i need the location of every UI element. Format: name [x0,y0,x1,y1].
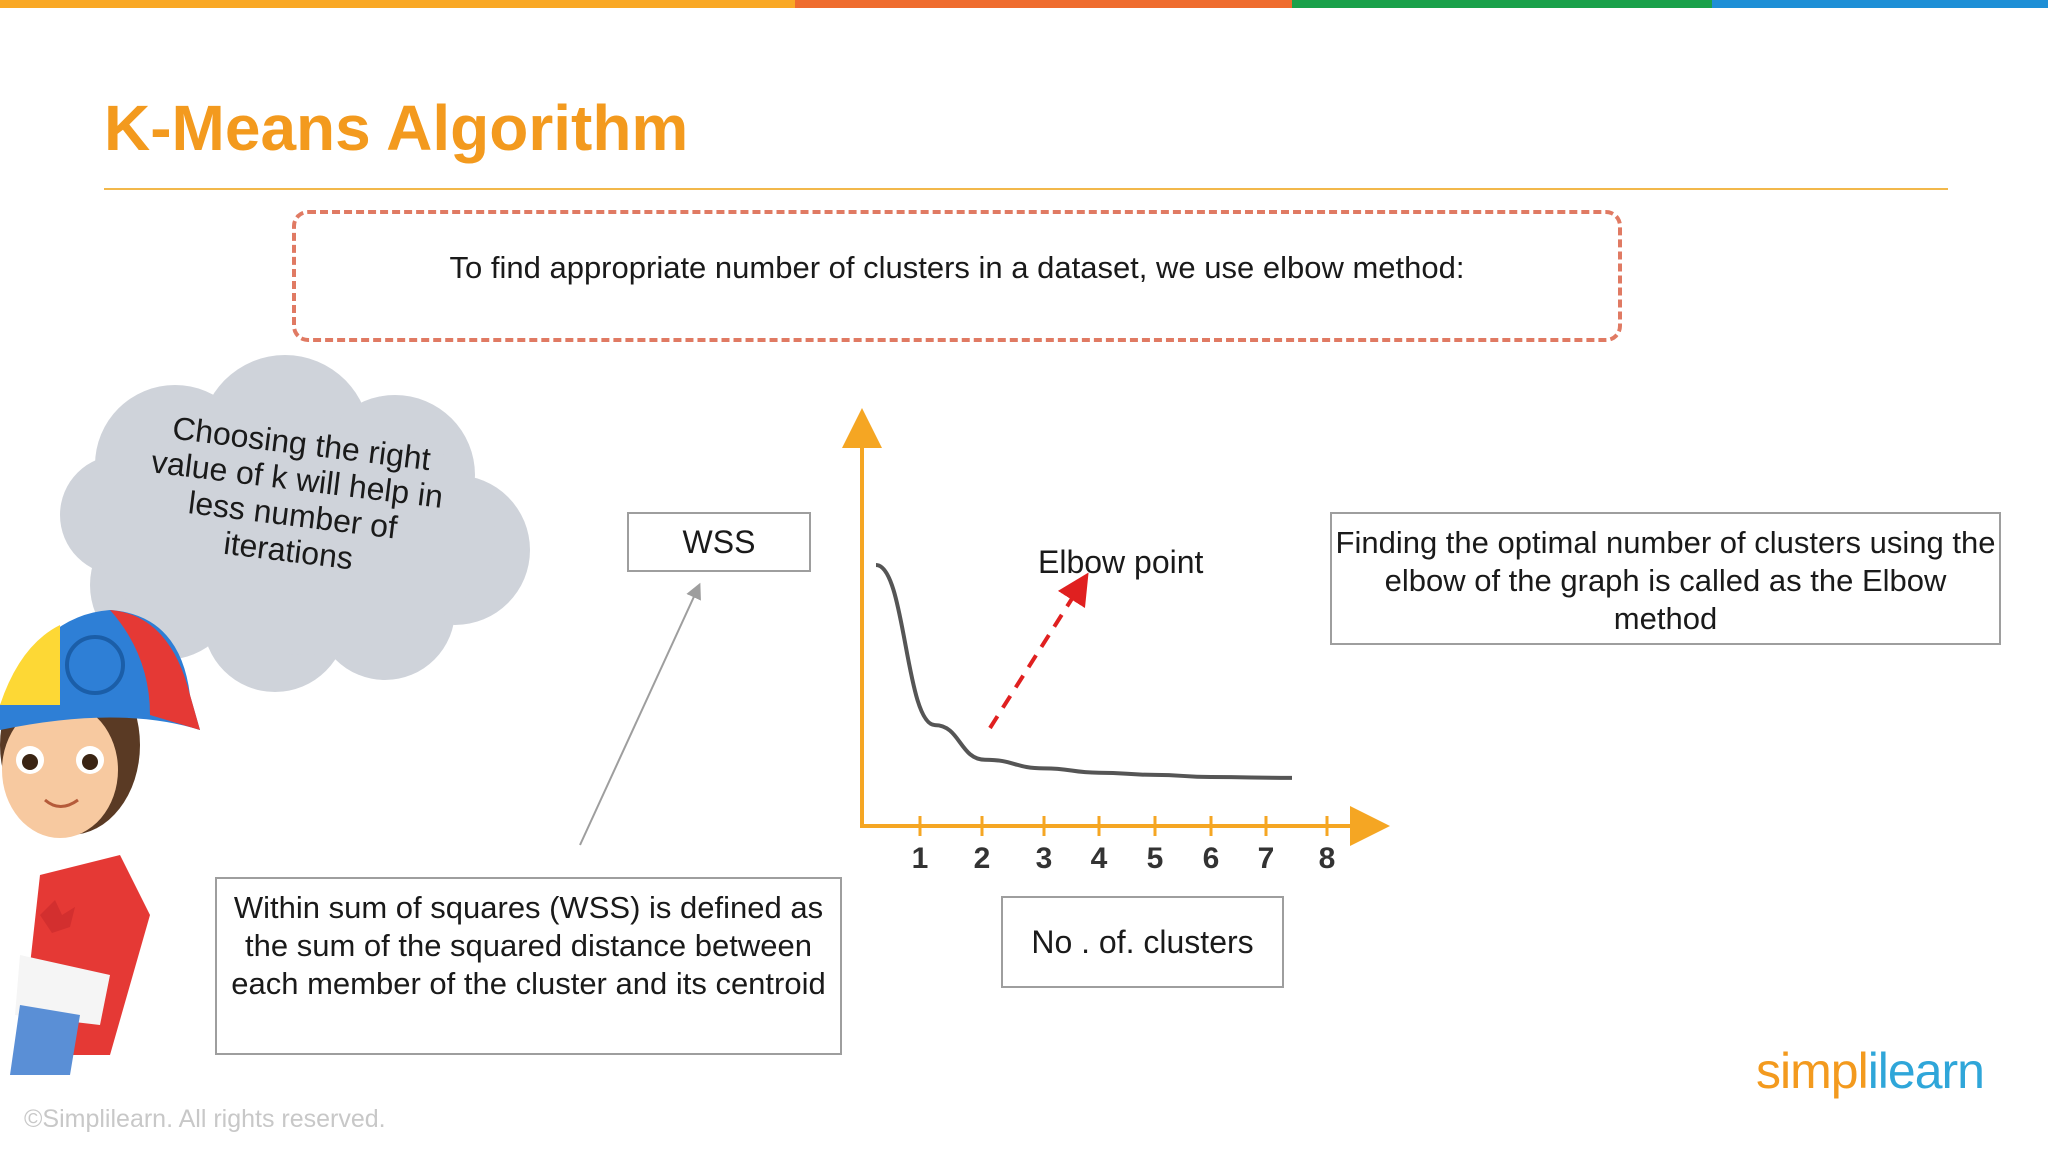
elbow-arrow [988,572,1089,730]
topbar-segment-yellow [0,0,795,8]
x-axis-label-box: No . of. clusters [1001,896,1284,988]
top-color-bar [0,0,2048,8]
girl-illustration-icon [0,610,200,1075]
x-tick-label: 2 [974,842,991,875]
x-tick-label: 3 [1036,842,1053,875]
copyright-text: ©Simplilearn. All rights reserved. [24,1105,386,1133]
topbar-segment-blue [1712,0,2048,8]
logo-suffix: learn [1877,1043,1985,1099]
wss-pointer-arrow [579,582,701,846]
x-tick-label: 7 [1258,842,1275,875]
topbar-segment-orange [795,0,1292,8]
intro-callout: To find appropriate number of clusters i… [292,210,1622,342]
x-tick-label: 1 [912,842,929,875]
x-tick-label: 5 [1147,842,1164,875]
elbow-point-label: Elbow point [1038,544,1204,580]
intro-text: To find appropriate number of clusters i… [449,250,1465,285]
x-tick-label: 6 [1203,842,1220,875]
elbow-method-description-box: Finding the optimal number of clusters u… [1330,512,2001,645]
x-tick-label: 8 [1319,842,1336,875]
title-divider [104,188,1948,190]
simplilearn-logo: simplilearn [1756,1042,1985,1100]
wss-label-box: WSS [627,512,811,572]
logo-i-glyph: i [1867,1043,1879,1099]
elbow-curve [875,563,1293,780]
logo-prefix: simpl [1756,1043,1869,1099]
cloud-icon [60,355,530,692]
x-tick-label: 4 [1091,842,1108,875]
topbar-segment-green [1292,0,1712,8]
slide-title: K-Means Algorithm [104,92,689,164]
wss-definition-box: Within sum of squares (WSS) is defined a… [215,877,842,1055]
